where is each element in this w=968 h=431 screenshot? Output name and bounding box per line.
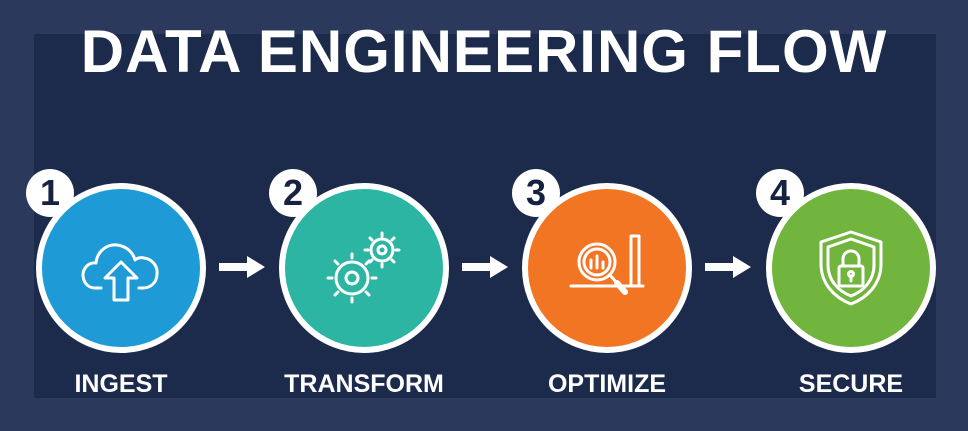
step-ingest: 1 (26, 169, 206, 353)
step-label-optimize: OPTIMIZE (547, 370, 667, 398)
shield-lock-icon (819, 230, 883, 306)
step-label-secure: SECURE (798, 370, 904, 398)
cloud-upload-icon (81, 243, 159, 302)
step-transform: 2 (269, 169, 449, 353)
step-secure: 4 (756, 169, 936, 353)
step-number-badge: 2 (269, 169, 317, 217)
arrow-right-icon (219, 256, 265, 278)
gears-icon (326, 231, 401, 304)
step-label-transform: TRANSFORM (284, 370, 444, 398)
step-circle (279, 183, 449, 353)
step-number-badge: 3 (512, 169, 560, 217)
step-circle (522, 183, 692, 353)
arrow-right-icon (705, 256, 751, 278)
arrow-right-icon (462, 256, 508, 278)
magnifier-chart-icon (569, 234, 645, 295)
diagram-title: DATA ENGINEERING FLOW (80, 18, 888, 85)
step-number-badge: 1 (26, 169, 74, 217)
step-label-ingest: INGEST (74, 370, 168, 398)
step-optimize: 3 (512, 169, 692, 353)
step-number-badge: 4 (756, 169, 804, 217)
